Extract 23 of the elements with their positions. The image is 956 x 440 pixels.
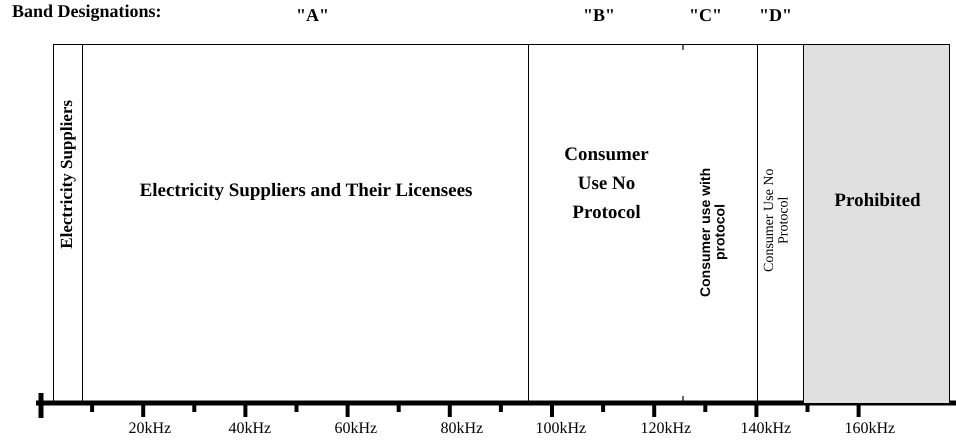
band-designation: "A" — [296, 6, 329, 24]
frequency-band — [53, 44, 82, 403]
tick-label: 60kHz — [334, 421, 378, 437]
tick-label: 120kHz — [640, 421, 692, 437]
frequency-band — [528, 44, 683, 403]
band-label: Electricity Suppliers — [58, 100, 76, 249]
tick-label: 20kHz — [128, 421, 172, 437]
band-label: Electricity Suppliers and Their Licensees — [138, 180, 474, 202]
frequency-band — [803, 44, 950, 403]
tick-label: 100kHz — [536, 421, 586, 437]
band-designation: "D" — [759, 6, 792, 24]
band-label: Prohibited — [833, 190, 922, 212]
tick-label: 140kHz — [740, 421, 792, 437]
band-designation: "C" — [689, 6, 722, 24]
band-label: Consumer Use No Protocol — [763, 168, 792, 274]
tick-label: 40kHz — [228, 421, 272, 437]
band-designation: "B" — [583, 6, 615, 24]
tick-label: 80kHz — [440, 421, 484, 437]
band-label: Consumer use with protocol — [698, 167, 728, 297]
tick-label: 160kHz — [844, 421, 896, 437]
frequency-band — [82, 44, 528, 403]
heading-label: Band Designations: — [12, 2, 162, 20]
band-label: Consumer Use No Protocol — [563, 143, 650, 225]
